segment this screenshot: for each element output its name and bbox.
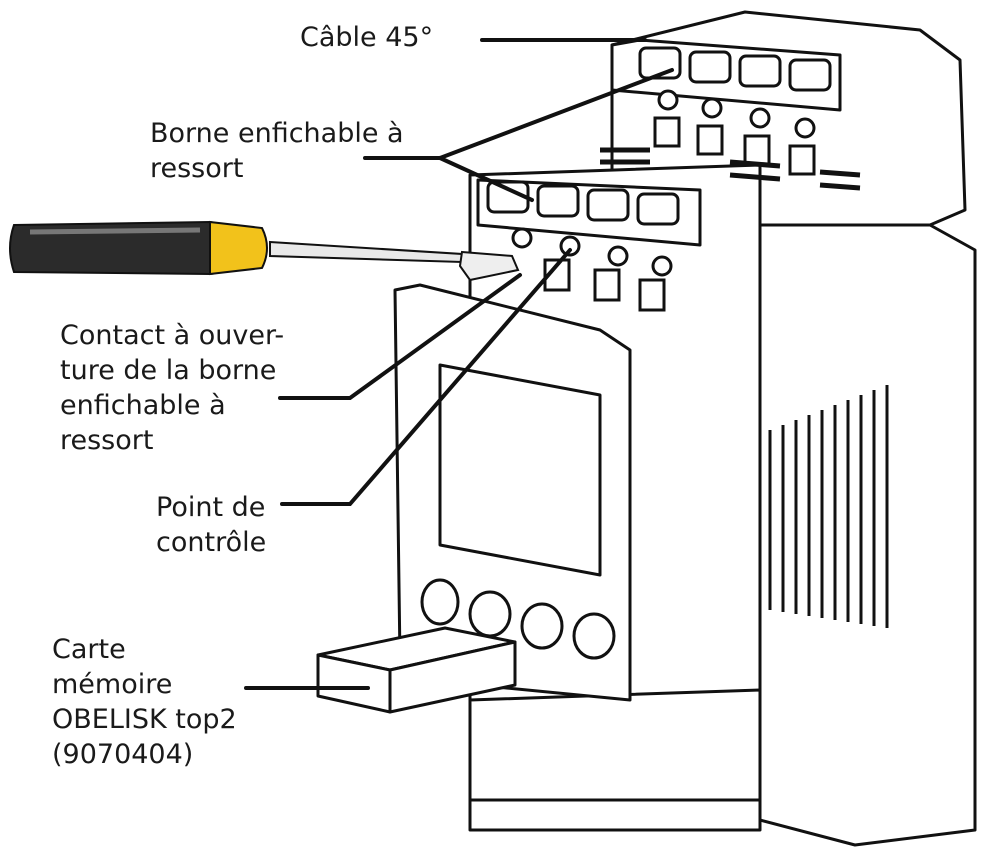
label-memory-card: Carte mémoire OBELISK top2 (9070404) [52,634,237,770]
label-spring-terminal: Borne enfichable à ressort [150,118,404,184]
front-buttons [420,578,616,660]
label-test-point: Point de contrôle [156,492,267,558]
lower-terminal-block [468,688,762,802]
label-cable-45: Câble 45° [300,22,434,53]
side-vents [768,385,889,628]
right-side-body [758,223,977,847]
leader-lines [244,38,674,690]
label-release-contact: Contact à ouver- ture de la borne enfich… [60,320,285,456]
memory-card [316,626,517,714]
upper-terminals [638,46,832,176]
screwdriver [9,220,520,282]
display-window [438,363,602,577]
upper-slots [600,147,861,191]
